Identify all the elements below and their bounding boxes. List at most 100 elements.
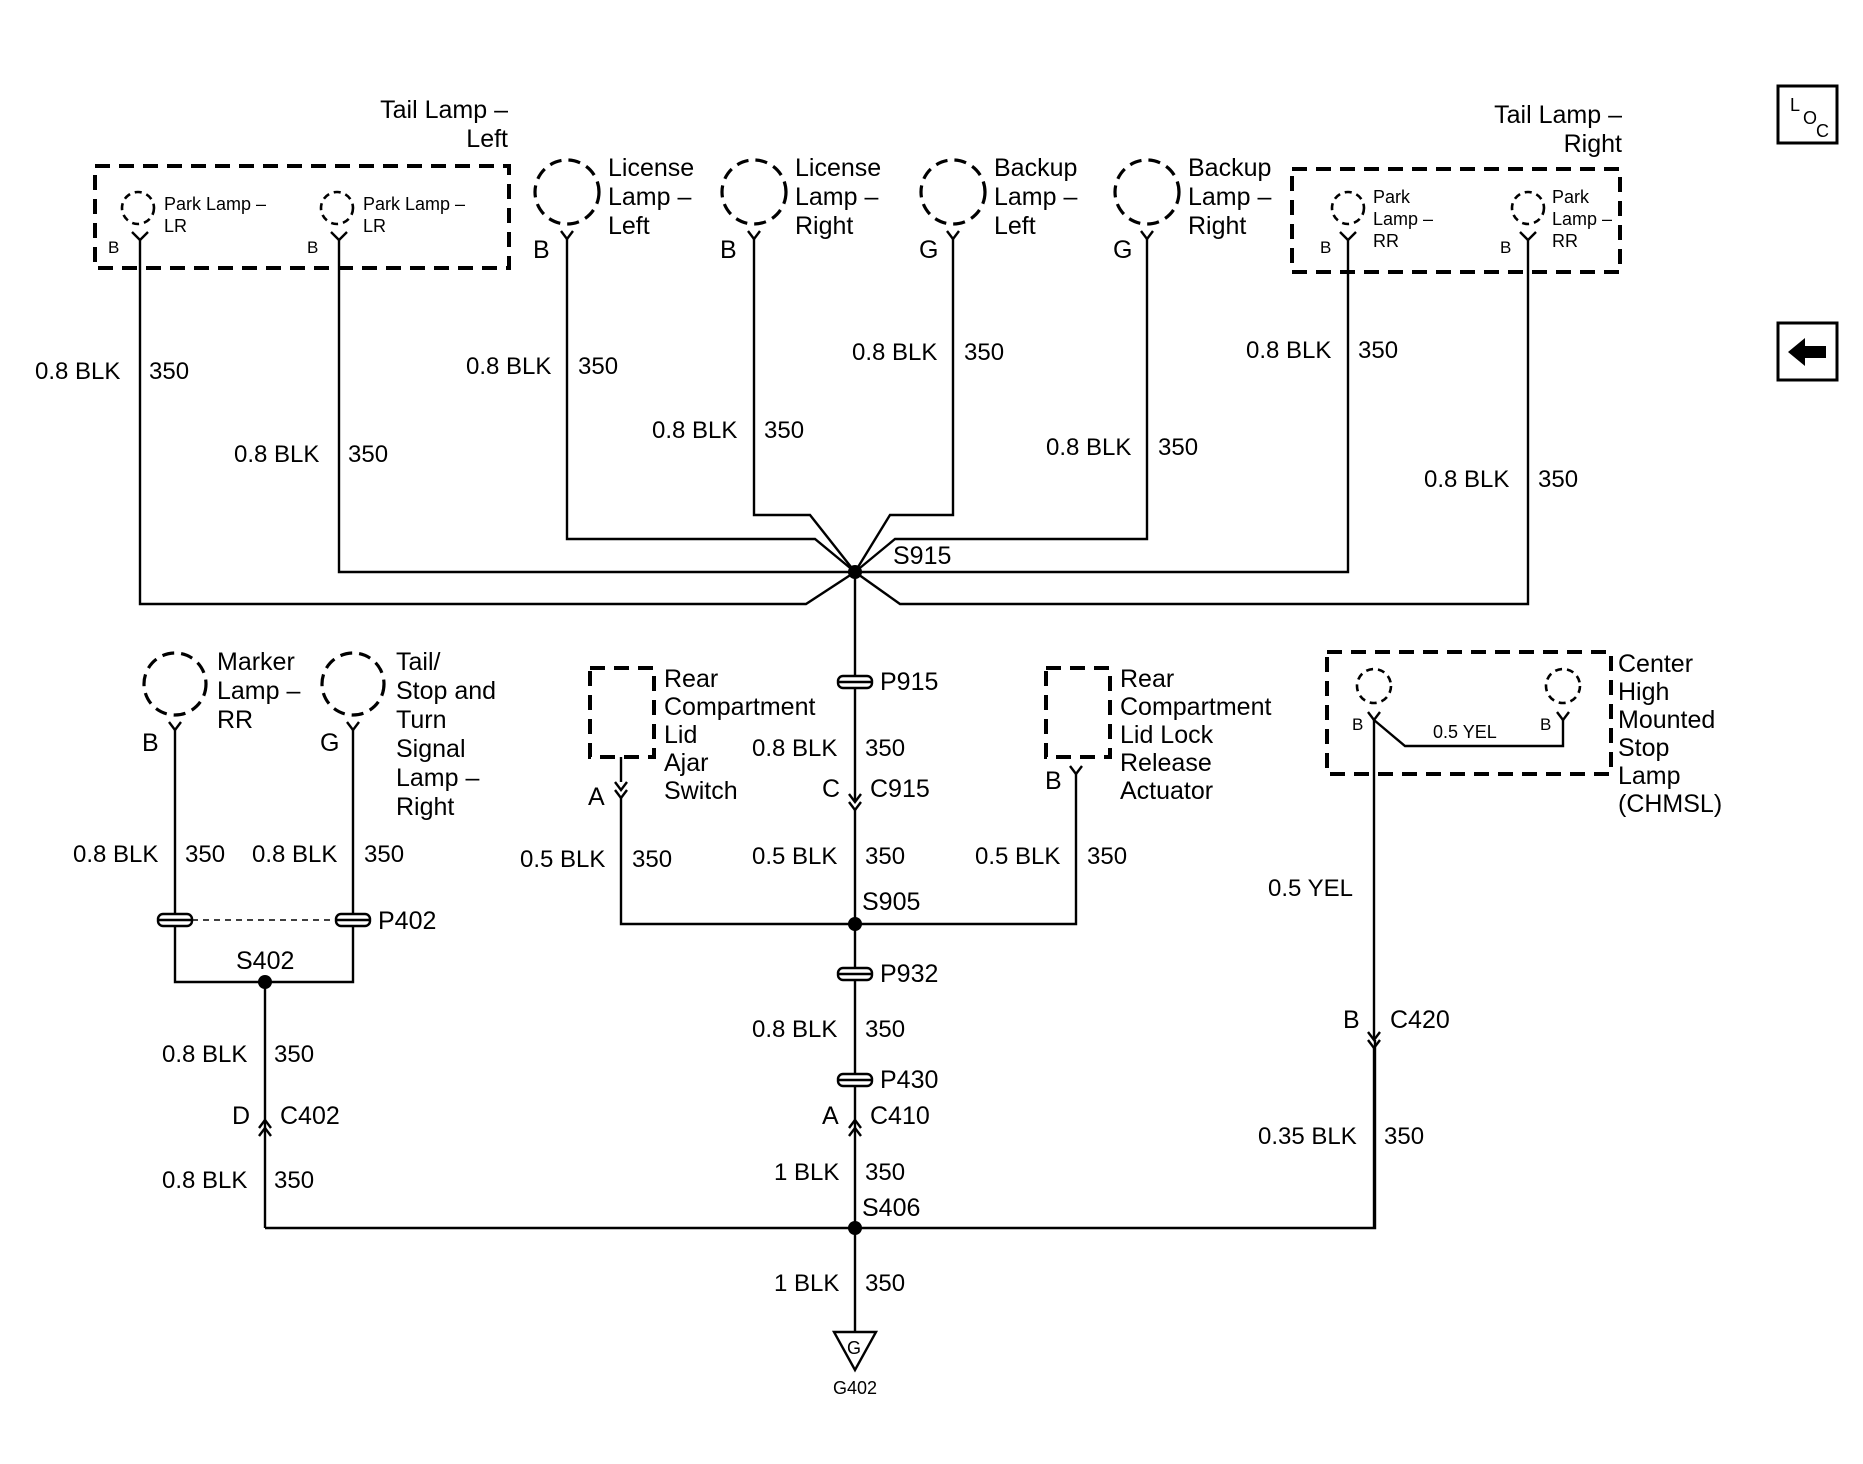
- svg-text:RR: RR: [1373, 231, 1399, 251]
- back-button[interactable]: [1776, 321, 1839, 382]
- svg-text:S905: S905: [862, 888, 920, 916]
- svg-text:350: 350: [348, 441, 388, 468]
- svg-text:0.8 BLK: 0.8 BLK: [852, 339, 937, 366]
- svg-text:Mounted: Mounted: [1618, 706, 1715, 734]
- rear-lid-ajar-switch: Rear Compartment Lid Ajar Switch A 0.5 B…: [520, 665, 855, 926]
- svg-text:Lamp –: Lamp –: [1373, 209, 1433, 229]
- svg-text:0.8 BLK: 0.8 BLK: [73, 841, 158, 868]
- svg-text:0.5 BLK: 0.5 BLK: [520, 846, 605, 873]
- svg-text:Lamp –: Lamp –: [396, 764, 479, 792]
- svg-text:Tail Lamp –: Tail Lamp –: [1494, 101, 1622, 129]
- svg-text:G: G: [320, 729, 339, 757]
- svg-text:B: B: [142, 729, 159, 757]
- svg-text:Right: Right: [1188, 212, 1246, 240]
- svg-text:350: 350: [185, 841, 225, 868]
- svg-text:Backup: Backup: [1188, 154, 1271, 182]
- svg-text:Compartment: Compartment: [1120, 693, 1271, 721]
- svg-text:B: B: [307, 238, 318, 257]
- svg-text:Right: Right: [396, 793, 454, 821]
- svg-text:S402: S402: [236, 947, 294, 975]
- svg-text:High: High: [1618, 678, 1669, 706]
- svg-text:Park Lamp –: Park Lamp –: [164, 194, 266, 214]
- svg-text:Turn: Turn: [396, 706, 446, 734]
- svg-text:0.35 BLK: 0.35 BLK: [1258, 1123, 1357, 1150]
- ground-icon: [831, 1330, 879, 1373]
- loc-icon: L: [1790, 95, 1800, 115]
- svg-text:0.8 BLK: 0.8 BLK: [752, 1016, 837, 1043]
- svg-text:350: 350: [964, 339, 1004, 366]
- svg-text:350: 350: [1384, 1123, 1424, 1150]
- svg-text:Marker: Marker: [217, 648, 295, 676]
- svg-text:0.8 BLK: 0.8 BLK: [1424, 466, 1509, 493]
- svg-text:Lamp –: Lamp –: [1188, 183, 1271, 211]
- svg-text:Lamp –: Lamp –: [795, 183, 878, 211]
- svg-text:1 BLK: 1 BLK: [774, 1159, 839, 1186]
- svg-text:Tail/: Tail/: [396, 648, 441, 676]
- svg-text:G: G: [847, 1338, 861, 1358]
- svg-text:Switch: Switch: [664, 777, 738, 805]
- svg-text:Lamp –: Lamp –: [1552, 209, 1612, 229]
- svg-text:C915: C915: [870, 775, 930, 803]
- svg-text:D: D: [232, 1102, 250, 1130]
- svg-text:G402: G402: [833, 1378, 877, 1398]
- svg-text:B: B: [1500, 238, 1511, 257]
- svg-text:C410: C410: [870, 1102, 930, 1130]
- backup-lamp-right: Backup Lamp – Right G: [1113, 154, 1271, 264]
- svg-text:350: 350: [1158, 434, 1198, 461]
- svg-text:350: 350: [764, 417, 804, 444]
- svg-text:0.5 YEL: 0.5 YEL: [1433, 722, 1497, 742]
- svg-text:0.5 BLK: 0.5 BLK: [975, 843, 1060, 870]
- loc-button[interactable]: L O C: [1776, 84, 1839, 145]
- svg-text:Rear: Rear: [1120, 665, 1174, 693]
- svg-text:0.8 BLK: 0.8 BLK: [162, 1167, 247, 1194]
- svg-text:350: 350: [632, 846, 672, 873]
- svg-text:G: G: [919, 236, 938, 264]
- svg-text:350: 350: [274, 1167, 314, 1194]
- svg-text:Lamp –: Lamp –: [217, 677, 300, 705]
- rear-lid-lock-actuator: Rear Compartment Lid Lock Release Actuat…: [855, 665, 1271, 926]
- svg-text:B: B: [1352, 715, 1363, 734]
- svg-text:0.8 BLK: 0.8 BLK: [1246, 337, 1331, 364]
- svg-text:0.8 BLK: 0.8 BLK: [234, 441, 319, 468]
- svg-text:350: 350: [865, 843, 905, 870]
- marker-lamp-rr: Marker Lamp – RR B: [142, 648, 300, 757]
- svg-text:0.8 BLK: 0.8 BLK: [1046, 434, 1131, 461]
- svg-text:Compartment: Compartment: [664, 693, 815, 721]
- svg-text:RR: RR: [1552, 231, 1578, 251]
- svg-text:RR: RR: [217, 706, 253, 734]
- tail-lamp-left: Tail Lamp – Left Park Lamp – LR Park Lam…: [93, 96, 511, 270]
- svg-text:350: 350: [578, 353, 618, 380]
- svg-text:P430: P430: [880, 1066, 938, 1094]
- svg-text:0.8 BLK: 0.8 BLK: [162, 1041, 247, 1068]
- svg-text:350: 350: [865, 1159, 905, 1186]
- svg-text:O: O: [1803, 108, 1817, 128]
- svg-text:(CHMSL): (CHMSL): [1618, 790, 1722, 818]
- svg-text:350: 350: [149, 358, 189, 385]
- svg-text:Lid Lock: Lid Lock: [1120, 721, 1214, 749]
- license-lamp-right: License Lamp – Right B: [720, 154, 881, 264]
- backup-lamp-left: Backup Lamp – Left G: [919, 154, 1077, 264]
- svg-text:Center: Center: [1618, 650, 1693, 678]
- svg-text:350: 350: [1538, 466, 1578, 493]
- svg-text:Park Lamp –: Park Lamp –: [363, 194, 465, 214]
- svg-text:License: License: [795, 154, 881, 182]
- svg-text:350: 350: [1358, 337, 1398, 364]
- svg-text:LR: LR: [164, 216, 187, 236]
- svg-text:B: B: [108, 238, 119, 257]
- svg-text:350: 350: [274, 1041, 314, 1068]
- svg-text:Right: Right: [1564, 130, 1622, 158]
- top-wiring: S915 0.8 BLK 350 0.8 BLK 350 0.8 BLK 350 0.…: [35, 230, 1578, 606]
- svg-text:Ajar: Ajar: [664, 749, 708, 777]
- svg-text:Stop and: Stop and: [396, 677, 496, 705]
- svg-text:Signal: Signal: [396, 735, 466, 763]
- svg-text:Left: Left: [466, 125, 508, 153]
- svg-text:P932: P932: [880, 960, 938, 988]
- splice-label: S915: [893, 542, 951, 570]
- license-lamp-left: License Lamp – Left B: [533, 154, 694, 264]
- svg-text:Park: Park: [1552, 187, 1590, 207]
- svg-text:LR: LR: [363, 216, 386, 236]
- svg-text:P915: P915: [880, 668, 938, 696]
- svg-text:Lamp –: Lamp –: [994, 183, 1077, 211]
